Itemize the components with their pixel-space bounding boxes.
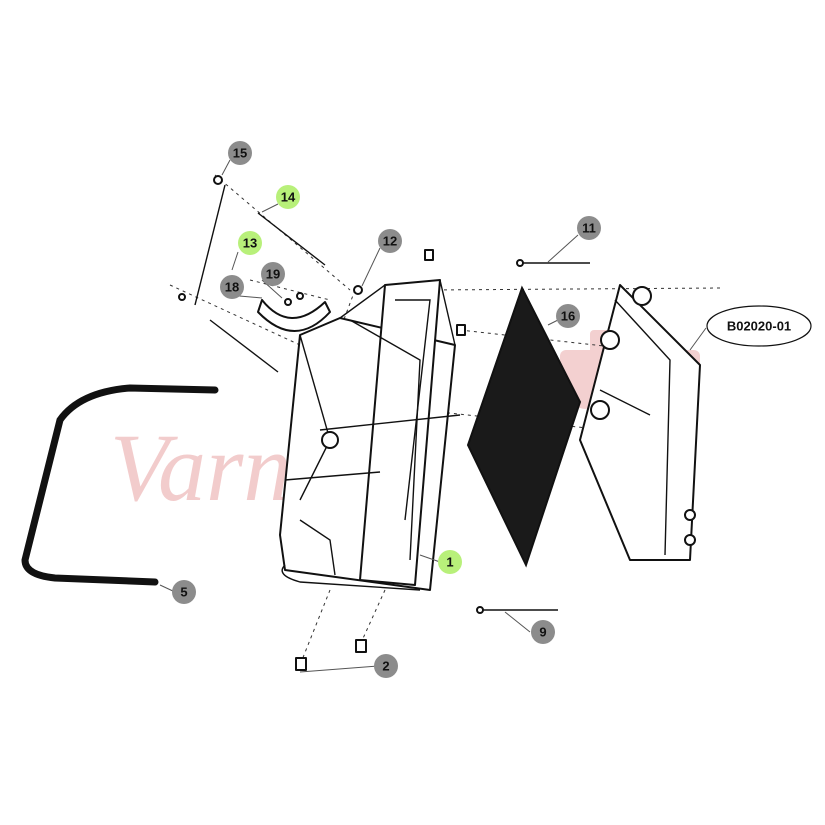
svg-text:18: 18 xyxy=(225,280,239,295)
callout-11: 11 xyxy=(577,216,601,240)
svg-text:9: 9 xyxy=(539,625,546,640)
svg-text:15: 15 xyxy=(233,146,247,161)
part-1-radiator-shroud xyxy=(279,279,461,591)
part-5-rubber-seal xyxy=(21,384,219,586)
callout-9: 9 xyxy=(531,620,555,644)
callout-18: 18 xyxy=(220,275,244,299)
callout-12: 12 xyxy=(378,229,402,253)
part-14-rod xyxy=(194,184,326,306)
svg-text:5: 5 xyxy=(180,585,187,600)
part-2-bolts xyxy=(295,639,367,671)
svg-text:14: 14 xyxy=(281,190,296,205)
part-15-nut xyxy=(213,175,223,185)
callout-15: 15 xyxy=(228,141,252,165)
diagram-code: B02020-01 xyxy=(727,319,791,334)
part-19-nuts xyxy=(284,292,304,306)
callout-16: 16 xyxy=(556,304,580,328)
frame-bolts xyxy=(424,249,466,336)
callouts: 15 14 13 19 18 12 11 16 xyxy=(172,141,601,678)
part-16-radiator-core xyxy=(466,285,582,568)
callout-13: 13 xyxy=(238,231,262,255)
svg-text:13: 13 xyxy=(243,236,257,251)
svg-text:11: 11 xyxy=(582,221,596,236)
diagram-reference-label: B02020-01 xyxy=(706,305,812,347)
svg-text:2: 2 xyxy=(382,659,389,674)
part-12-nut xyxy=(353,285,363,295)
callout-2: 2 xyxy=(374,654,398,678)
svg-text:12: 12 xyxy=(383,234,397,249)
part-18-bracket xyxy=(257,299,331,332)
callout-19: 19 xyxy=(261,262,285,286)
part-9-cable xyxy=(476,606,558,614)
part-13-tie-rod xyxy=(178,293,279,373)
part-11-cable xyxy=(516,259,590,267)
svg-text:1: 1 xyxy=(446,555,453,570)
callout-5: 5 xyxy=(172,580,196,604)
callout-14: 14 xyxy=(276,185,300,209)
radiator-assembly xyxy=(579,284,701,561)
callout-1: 1 xyxy=(438,550,462,574)
svg-text:16: 16 xyxy=(561,309,575,324)
svg-text:19: 19 xyxy=(266,267,280,282)
